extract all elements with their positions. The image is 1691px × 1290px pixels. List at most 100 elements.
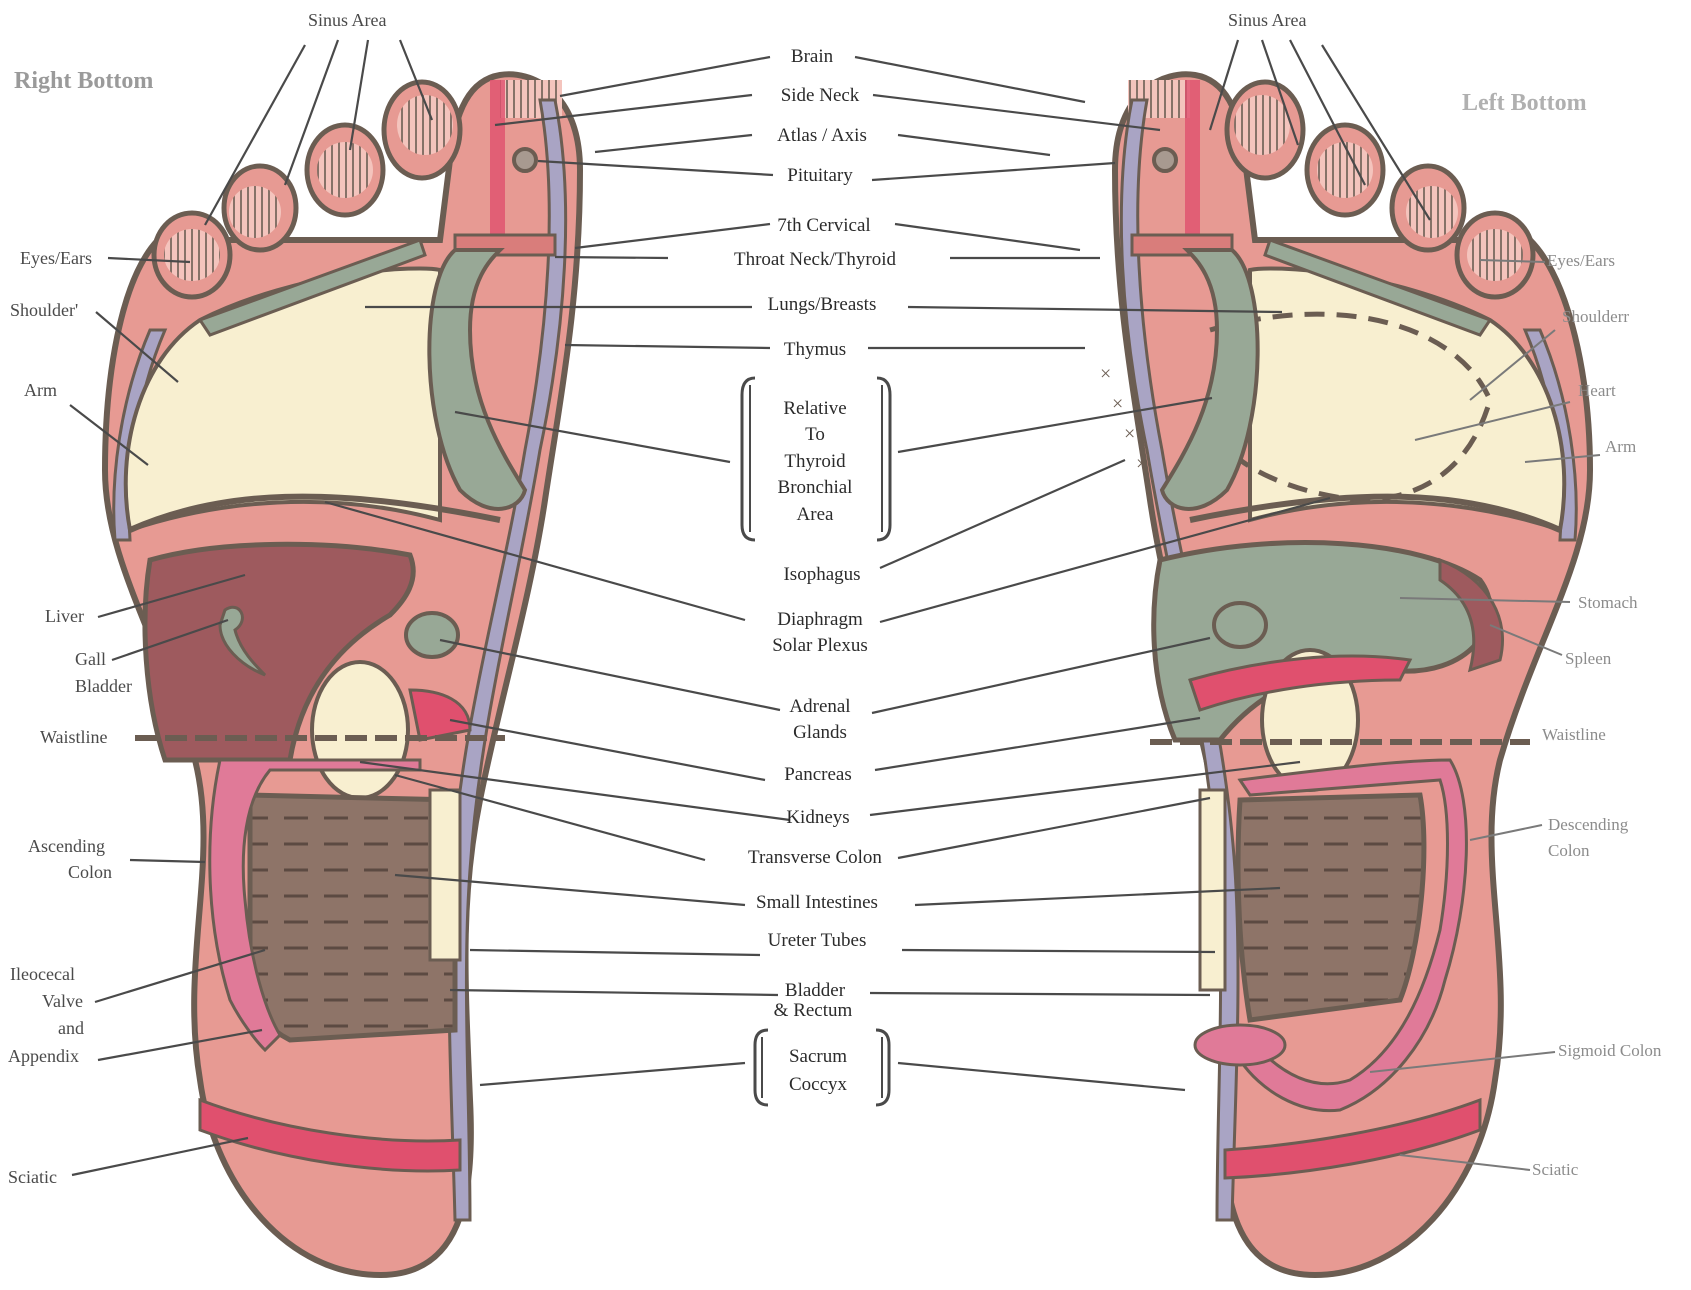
right-sinus-pad-5 [164,229,220,281]
label-glands: Glands [793,722,847,743]
r-label-shoulder: Shoulder' [10,300,78,320]
label-brain: Brain [791,46,834,67]
right-ureter-tube [430,790,460,960]
leader-ureter-r [470,950,760,955]
label-side-neck: Side Neck [781,85,860,106]
label-lungs-breasts: Lungs/Breasts [768,294,877,315]
r-label-bladder: Bladder [75,676,132,696]
label-sacrum: Sacrum [789,1046,847,1067]
r-label-ileocecal: Ileocecal [10,964,75,984]
label-and-rectum: & Rectum [774,1000,853,1021]
label-relative-5: Area [797,504,834,525]
label-relative-4: Bronchial [778,477,853,498]
relative-bracket-right [877,378,890,540]
r-label-sinus-area: Sinus Area [308,10,387,30]
left-small-intestines [1238,795,1424,1020]
label-throat-neck-thyroid: Throat Neck/Thyroid [734,249,896,270]
leader-atlas-r [595,135,752,152]
left-pituitary [1154,149,1176,171]
left-side-neck [1185,80,1200,240]
center-labels: Brain Side Neck Atlas / Axis Pituitary 7… [734,46,896,1095]
label-thymus: Thymus [784,339,846,360]
l-label-sciatic: Sciatic [1532,1160,1579,1179]
right-adrenal [406,613,458,657]
l-label-eyes-ears: Eyes/Ears [1547,251,1615,270]
l-label-descending: Descending [1548,815,1629,834]
leader-transverse-l [898,798,1210,858]
r-label-liver: Liver [45,606,84,626]
leader-brain-r [560,57,770,96]
label-kidneys: Kidneys [786,807,849,828]
r-label-colon: Colon [68,862,112,882]
leader-sideneck-l [873,95,1160,130]
right-sinus-pad-3 [317,142,373,198]
label-isophagus: Isophagus [783,564,860,585]
r-label-sciatic: Sciatic [8,1167,57,1187]
left-sinus-pad-2 [1234,95,1290,155]
label-pancreas: Pancreas [784,764,852,785]
leader-sacrum-l [898,1063,1185,1090]
label-adrenal: Adrenal [789,696,850,717]
label-ureter-tubes: Ureter Tubes [768,930,867,951]
relative-bracket-left [742,378,755,540]
r-label-and: and [58,1018,84,1038]
leader-thymus-r [565,345,770,348]
leader-pancreas-r [450,720,765,780]
label-relative-1: Relative [783,398,846,419]
right-foot [105,74,580,1275]
l-label-waistline: Waistline [1542,725,1606,744]
r-label-eyes-ears: Eyes/Ears [20,248,92,268]
leader-r-asc [130,860,205,862]
left-bronchial-marks-3: × [1124,423,1135,445]
l-label-colon: Colon [1548,841,1590,860]
left-bottom-heading: Left Bottom [1462,90,1587,117]
left-sigmoid-colon [1195,1025,1285,1065]
right-sinus-pad-4 [229,186,281,238]
l-label-arm: Arm [1605,437,1636,456]
leader-atlas-l [898,135,1050,155]
label-coccyx: Coccyx [789,1074,848,1095]
r-label-appendix: Appendix [8,1046,79,1066]
r-label-ascending: Ascending [28,836,105,856]
label-solar-plexus: Solar Plexus [772,635,868,656]
l-label-sinus-area: Sinus Area [1228,10,1307,30]
label-pituitary: Pituitary [787,165,853,186]
left-bronchial-marks-4: × [1136,453,1147,475]
r-label-waistline: Waistline [40,727,108,747]
l-label-heart: Heart [1578,381,1616,400]
label-7th-cervical: 7th Cervical [777,215,870,236]
r-label-gall: Gall [75,649,106,669]
left-foot: × × × × [1100,74,1590,1275]
l-label-spleen: Spleen [1565,649,1612,668]
leader-brain-l [855,57,1085,102]
left-bronchial-marks: × [1100,363,1111,385]
right-kidney [312,662,408,798]
leader-bladder-r [450,990,778,995]
right-side-neck [490,80,505,240]
leader-throat-r [555,257,668,258]
left-sinus-pad-3 [1317,142,1373,198]
leader-sacrum-r [480,1063,745,1085]
leader-bladder-l [870,993,1210,995]
leader-isophagus-l [880,460,1125,568]
left-sinus-pad-5 [1467,229,1523,281]
right-bottom-heading: Right Bottom [14,68,153,95]
label-bladder: Bladder [785,980,846,1001]
label-small-intestines: Small Intestines [756,892,878,913]
r-label-valve: Valve [42,991,83,1011]
l-label-shoulder: Shoulderr [1562,307,1629,326]
l-label-stomach: Stomach [1578,593,1638,612]
left-bronchial-marks-2: × [1112,393,1123,415]
leader-pituitary-l [872,163,1115,180]
label-relative-3: Thyroid [784,451,846,472]
right-pituitary [514,149,536,171]
label-relative-2: To [805,424,825,445]
label-atlas-axis: Atlas / Axis [777,125,867,146]
l-label-sigmoid-colon: Sigmoid Colon [1558,1041,1662,1060]
leader-7cerv-r [575,224,770,248]
leader-ureter-l [902,950,1215,952]
leader-7cerv-l [895,224,1080,250]
label-transverse-colon: Transverse Colon [748,847,882,868]
label-diaphragm: Diaphragm [777,609,863,630]
